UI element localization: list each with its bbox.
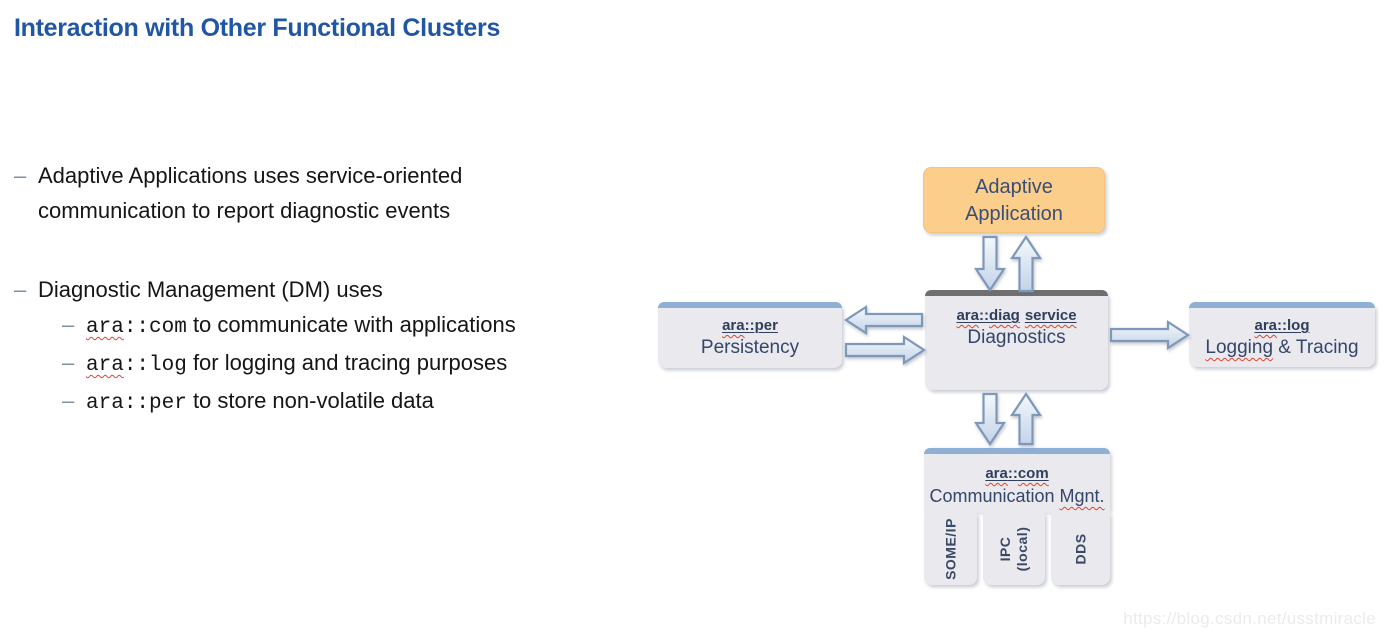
sub-bullet-ara-com: – ara::com to communicate with applicati… bbox=[62, 307, 589, 345]
diagnostics-label: Diagnostics bbox=[967, 327, 1066, 348]
bullet-dash: – bbox=[62, 388, 75, 413]
bullet-text: ara::com to communicate with application… bbox=[86, 312, 516, 339]
logging-label: Logging & Tracing bbox=[1205, 337, 1359, 358]
arrow-right-per-to-diag-icon bbox=[844, 334, 927, 366]
logging-header-bar bbox=[1189, 302, 1375, 308]
arrow-up-com-to-diag-icon bbox=[1009, 392, 1043, 446]
persistency-code: ara::per bbox=[722, 317, 778, 334]
bullet-text: Adaptive Applications uses service-orien… bbox=[38, 163, 463, 223]
adaptive-application-label: Adaptive Application bbox=[965, 176, 1063, 225]
watermark: https://blog.csdn.net/usstmiracle bbox=[1123, 609, 1376, 628]
arrow-right-diag-to-log-icon bbox=[1109, 319, 1191, 351]
logging-tracing-box: ara::log Logging & Tracing bbox=[1189, 302, 1375, 367]
bullet-dash: – bbox=[14, 277, 27, 302]
bullet-text: Diagnostic Management (DM) uses bbox=[38, 277, 383, 302]
bullet-diagnostic-management: – Diagnostic Management (DM) uses bbox=[14, 272, 589, 307]
bullet-dash: – bbox=[62, 312, 75, 337]
persistency-box: ara::per Persistency bbox=[658, 302, 842, 368]
communication-code: ara::com bbox=[985, 465, 1049, 482]
communication-bindings-row: SOME/IP IPC (local) DDS bbox=[924, 513, 1110, 585]
bullet-dash: – bbox=[14, 163, 27, 188]
bullet-text: ara::log for logging and tracing purpose… bbox=[86, 350, 508, 377]
arrow-up-diag-to-app-icon bbox=[1009, 235, 1043, 293]
communication-box: ara::com Communication Mgnt. SOME/IP IPC… bbox=[924, 448, 1110, 585]
bullet-dash: – bbox=[62, 350, 75, 375]
dds-label: DDS bbox=[1072, 533, 1088, 565]
arrow-down-app-to-diag-icon bbox=[973, 235, 1007, 292]
persistency-label: Persistency bbox=[700, 337, 800, 358]
arrow-down-diag-to-com-icon bbox=[973, 392, 1007, 446]
sub-bullet-ara-log: – ara::log for logging and tracing purpo… bbox=[62, 345, 589, 383]
bullet-list: – Adaptive Applications uses service-ori… bbox=[14, 158, 589, 421]
dds-box: DDS bbox=[1051, 513, 1110, 585]
communication-header: ara::com Communication Mgnt. bbox=[924, 448, 1110, 513]
logging-code: ara::log bbox=[1254, 317, 1310, 334]
adaptive-application-box: Adaptive Application bbox=[923, 167, 1105, 233]
communication-header-bar bbox=[924, 448, 1110, 454]
someip-label: SOME/IP bbox=[942, 518, 958, 580]
arrow-left-diag-to-per-icon bbox=[843, 304, 924, 336]
ipc-local-box: IPC (local) bbox=[983, 513, 1045, 585]
page-title: Interaction with Other Functional Cluste… bbox=[14, 14, 501, 42]
diagnostics-header-bar bbox=[925, 290, 1108, 296]
communication-label: Communication Mgnt. bbox=[929, 486, 1105, 506]
sub-bullet-ara-per: – ara::per to store non-volatile data bbox=[62, 383, 589, 421]
persistency-header-bar bbox=[658, 302, 842, 308]
someip-box: SOME/IP bbox=[924, 513, 977, 585]
bullet-adaptive-applications: – Adaptive Applications uses service-ori… bbox=[14, 158, 589, 228]
bullet-text: ara::per to store non-volatile data bbox=[86, 388, 434, 415]
ipc-local-label: IPC (local) bbox=[997, 526, 1030, 572]
